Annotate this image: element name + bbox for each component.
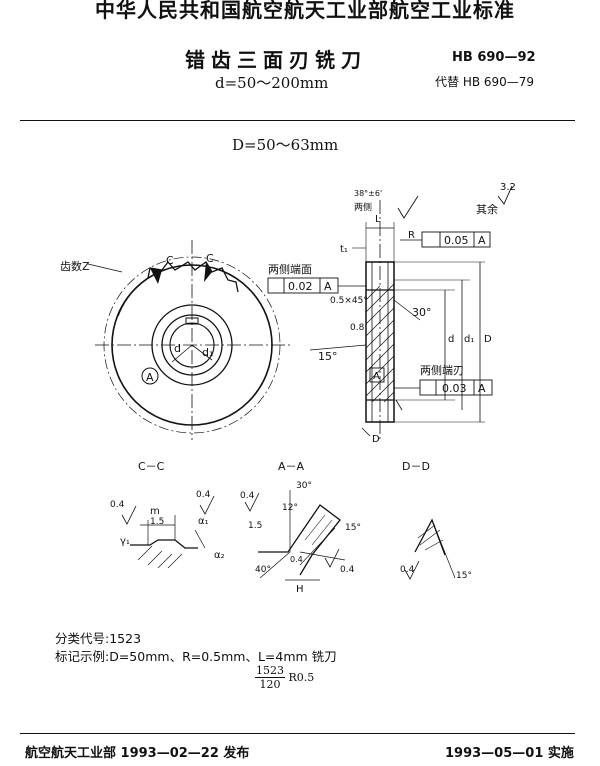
fraction-numerator: 1523 [255,664,285,678]
effective-date: 1993—05—01 实施 [445,746,574,761]
standard-banner: 中华人民共和国航空航天工业部航空工业标准 [95,0,515,22]
label-c2: C [206,252,214,265]
issue-date: 航空航天工业部 1993—02—22 发布 [25,746,250,761]
page-title: 错齿三面刃铣刀 [185,48,367,72]
label-both-sides-face: 两侧端面 [268,263,312,276]
section-title: D=50～63mm [232,136,339,154]
detail-label-a12: 12° [282,503,298,513]
label-roughness-08: 0.8 [350,323,365,333]
detail-label-alpha1: α₁ [198,516,209,527]
label-circle-a: A [146,371,154,384]
detail-label-a30: 30° [296,481,312,491]
label-d1-dim: d₁ [464,334,474,345]
label-d: d [174,342,181,355]
side-view [267,185,513,440]
label-section-a: A [373,371,380,382]
detail-label-r04a: 0.4 [110,500,125,510]
detail-label-a40: 40° [255,565,271,575]
label-t1: t₁ [340,244,348,255]
label-angle-15: 15° [318,350,338,363]
label-view-d: D [372,434,380,445]
detail-label-r04e: 0.4 [340,565,355,575]
label-d1: d₁ [202,346,213,359]
label-tol-face: 0.02 [288,280,313,293]
detail-label-r04d: 0.4 [290,555,303,564]
label-chamfer: 0.5×45° [330,296,368,306]
detail-label-r04b: 0.4 [196,490,211,500]
header-rule [20,120,575,121]
view-name-cc: C－C [138,460,165,473]
detail-label-a15c: 15° [456,571,472,581]
detail-cc [121,495,215,569]
detail-label-H: H [296,584,304,595]
label-c1: C [166,254,174,267]
label-roughness-32: 3.2 [500,182,516,193]
detail-label-v15b: 1.5 [248,521,262,531]
label-tol-edge-datum: A [478,382,486,395]
label-both-sides: 两侧 [354,201,372,213]
detail-label-r04f: 0.4 [400,565,415,575]
classification-code: 分类代号:1523 [55,631,142,646]
label-D-dim: D [484,334,492,345]
label-teeth-count: 齿数Z [60,260,90,273]
label-rest: 其余 [476,202,498,216]
fraction-denominator: 120 [259,678,281,691]
view-name-dd: D－D [402,460,430,473]
marking-fraction: 1523 120 R0.5 [255,664,314,691]
fraction-suffix: R0.5 [288,671,315,684]
label-d-dim: d [448,334,454,345]
label-both-sides-edge: 两侧端刃 [420,364,464,377]
detail-label-gamma1: γ₁ [120,536,130,547]
detail-label-a15b: 15° [345,523,361,533]
detail-label-alpha2: α₂ [214,550,225,561]
detail-dd [404,518,456,580]
footer-rule [20,733,575,734]
page-subtitle: d=50～200mm [215,74,329,92]
label-L: L [375,214,381,225]
label-angle-38: 38°±6' [354,189,382,198]
detail-aa [244,490,346,581]
standard-number: HB 690—92 [452,50,536,65]
label-tol-top-datum: A [478,234,486,247]
detail-label-v15: 1.5 [150,517,164,527]
marking-example: 标记示例:D=50mm、R=0.5mm、L=4mm 铣刀 [55,649,337,664]
replaces-standard: 代替 HB 690—79 [435,75,535,89]
label-tol-edge: 0.03 [442,382,467,395]
label-tol-top: 0.05 [444,234,469,247]
front-view [87,240,290,440]
detail-label-r04c: 0.4 [240,491,255,501]
label-angle-30: 30° [412,306,432,319]
label-R: R [408,230,415,241]
detail-label-m: m [150,506,160,517]
view-name-aa: A－A [278,460,305,473]
label-tol-face-datum: A [324,280,332,293]
